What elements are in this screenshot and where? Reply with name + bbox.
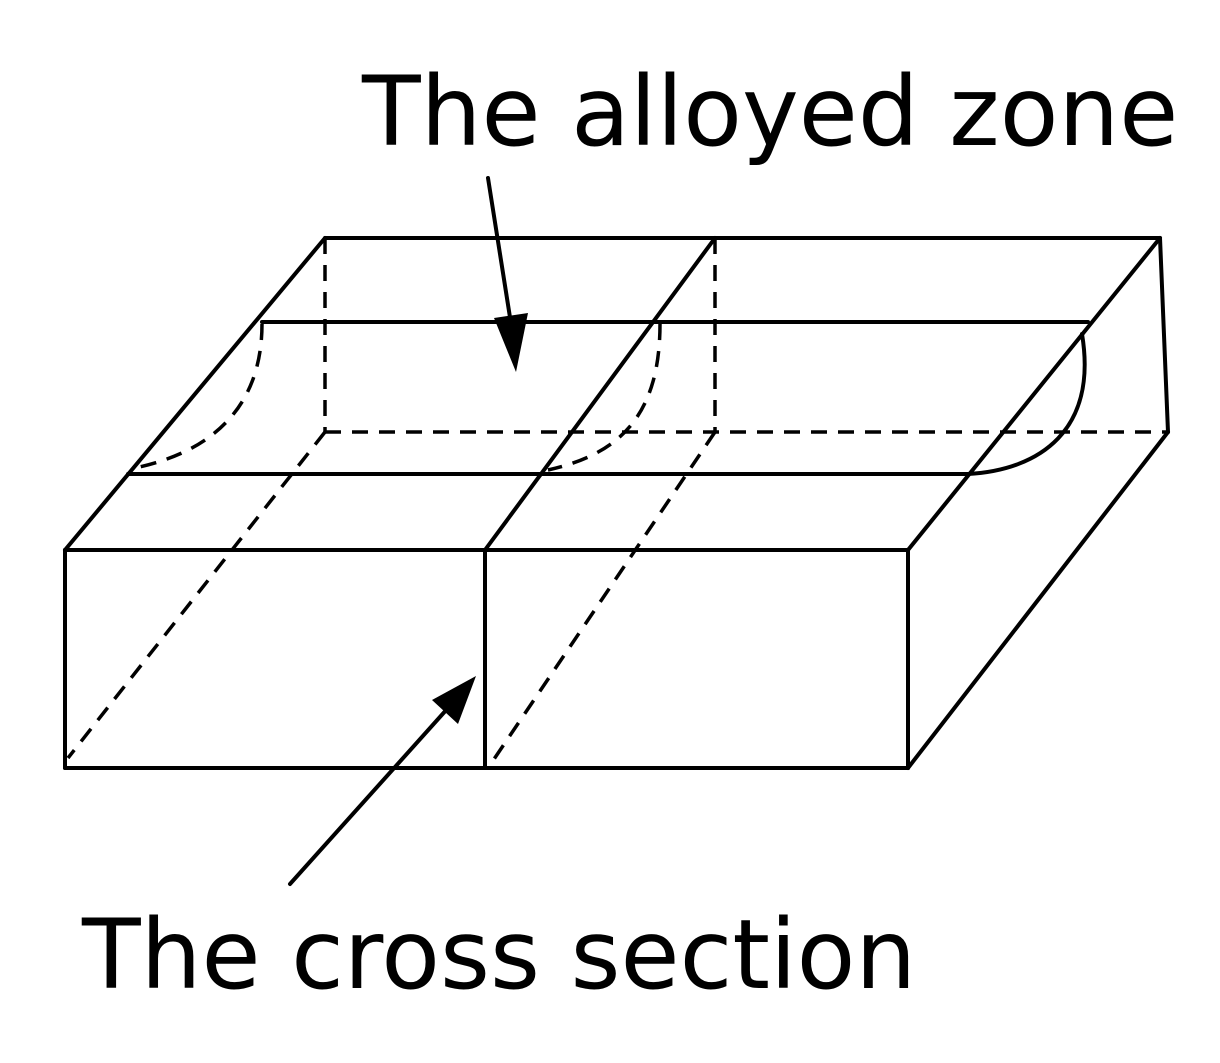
alloyed-zone-arrow-shaft [486,176,514,332]
cross-section-arrowhead [432,676,476,724]
alloyed-zone-label: The alloyed zone [361,56,1178,168]
cross-section-label: The cross section [81,899,916,1011]
left-bottom-depth-edge [66,430,327,760]
right-back-vertical-edge [1158,236,1170,434]
alloyed-zone-curve-right [966,332,1087,476]
visible-edges [63,236,1170,770]
top-middle-depth-line [483,236,717,552]
hidden-edges [66,238,1168,769]
top-left-edge [63,236,327,552]
cross-section-arrow [288,676,476,886]
top-right-edge [906,236,1162,552]
right-bottom-depth-edge [906,430,1170,770]
alloyed-zone-curve-left [134,323,264,470]
middle-bottom-depth-edge [486,431,717,769]
cross-section-arrow-shaft [288,706,450,886]
alloyed-zone-curve-middle [547,323,662,472]
alloyed-zone-arrowhead [494,313,528,372]
alloyed-zone-arrow [486,176,528,372]
